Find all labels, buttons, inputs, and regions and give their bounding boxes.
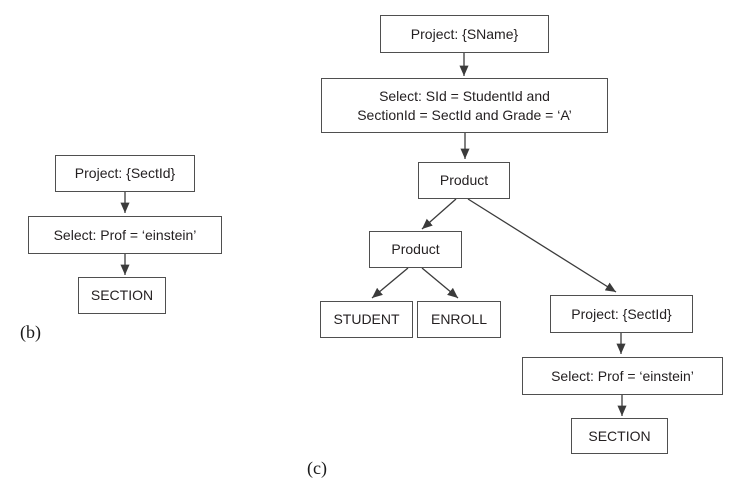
arrow-c-productleft-to-enroll xyxy=(421,267,459,299)
node-c-student: STUDENT xyxy=(320,301,413,338)
figure-label-c: (c) xyxy=(307,458,327,478)
node-b-section: SECTION xyxy=(78,277,166,314)
node-c-project-sectid: Project: {SectId} xyxy=(550,295,693,333)
node-c-product-top: Product xyxy=(418,162,510,199)
arrow-c-product-to-projectsectid xyxy=(467,198,617,293)
node-c-project-sname: Project: {SName} xyxy=(380,15,549,53)
arrow-c-productleft-to-student xyxy=(371,267,409,299)
arrow-c-product-to-productleft xyxy=(421,198,457,230)
node-c-select-prof: Select: Prof = ‘einstein’ xyxy=(522,357,723,395)
figure-label-b: (b) xyxy=(20,322,41,342)
node-c-select-join: Select: SId = StudentId and SectionId = … xyxy=(321,78,608,133)
node-c-enroll: ENROLL xyxy=(417,301,501,338)
node-b-select-prof: Select: Prof = ‘einstein’ xyxy=(28,216,222,254)
node-b-project-sectid: Project: {SectId} xyxy=(55,155,195,192)
node-c-product-left: Product xyxy=(369,231,462,268)
node-c-section: SECTION xyxy=(571,418,668,454)
